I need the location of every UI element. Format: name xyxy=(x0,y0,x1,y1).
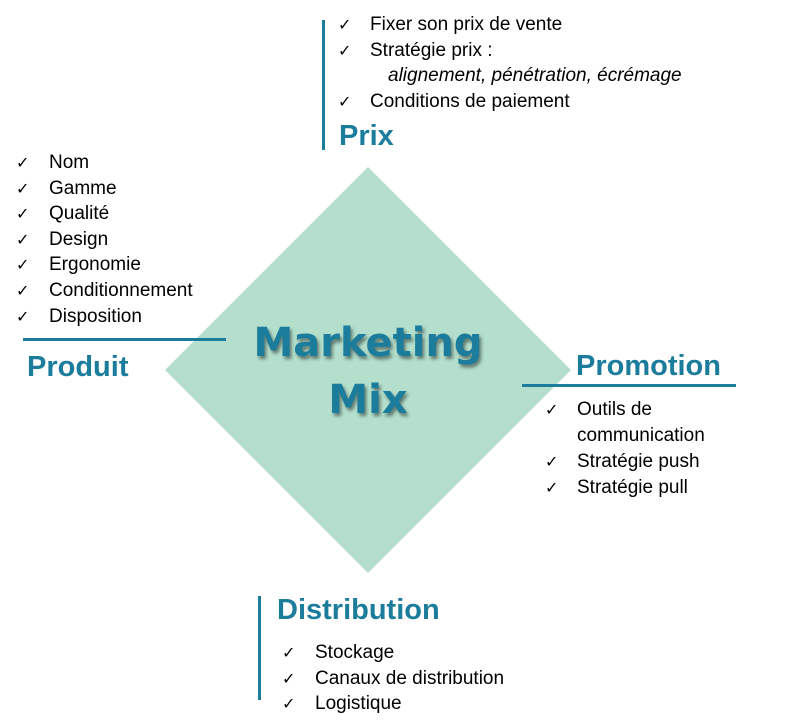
check-icon: ✓ xyxy=(282,694,296,713)
center-title-mix: Mix xyxy=(328,377,408,423)
list-item: ✓ Fixer son prix de vente xyxy=(338,12,562,38)
check-icon: ✓ xyxy=(16,280,30,300)
prix-heading: Prix xyxy=(339,120,394,152)
check-icon: ✓ xyxy=(16,229,30,249)
check-icon: ✓ xyxy=(16,306,30,326)
list-item: ✓ Conditionnement xyxy=(16,278,193,304)
check-icon: ✓ xyxy=(282,668,296,688)
promotion-checklist: ✓ Outils de communication ✓ Stratégie pu… xyxy=(545,397,705,501)
check-icon: ✓ xyxy=(282,643,296,662)
list-item: ✓ Logistique xyxy=(282,691,504,717)
prix-vertical-rule xyxy=(322,20,325,150)
list-item: ✓ Nom xyxy=(16,150,193,176)
list-item: ✓ Conditions de paiement xyxy=(338,89,570,115)
list-item: ✓ Stratégie push xyxy=(545,449,705,475)
promotion-horizontal-rule xyxy=(522,384,736,387)
check-icon: ✓ xyxy=(16,178,30,198)
list-item: ✓ Qualité xyxy=(16,201,193,227)
list-item: ✓ Stratégie prix : xyxy=(338,38,562,64)
list-item: ✓ Disposition xyxy=(16,304,193,330)
center-title-marketing: Marketing xyxy=(253,320,483,366)
check-icon: ✓ xyxy=(16,255,30,275)
produit-heading: Produit xyxy=(27,351,129,383)
prix-checklist: ✓ Fixer son prix de vente ✓ Stratégie pr… xyxy=(338,12,562,64)
check-icon: ✓ xyxy=(545,478,559,497)
check-icon: ✓ xyxy=(16,153,30,172)
distribution-vertical-rule xyxy=(258,596,261,700)
list-item: ✓ Stockage xyxy=(282,640,504,666)
produit-checklist: ✓ Nom ✓ Gamme ✓ Qualité ✓ Design ✓ Ergon… xyxy=(16,150,193,329)
list-item: communication xyxy=(577,425,705,446)
list-item: ✓ Canaux de distribution xyxy=(282,666,504,692)
prix-checklist-continued: ✓ Conditions de paiement xyxy=(338,89,570,115)
distribution-checklist: ✓ Stockage ✓ Canaux de distribution ✓ Lo… xyxy=(282,640,504,717)
list-item: ✓ Stratégie pull xyxy=(545,475,705,501)
promotion-heading: Promotion xyxy=(576,350,721,382)
list-item: ✓ Design xyxy=(16,227,193,253)
check-icon: ✓ xyxy=(338,41,352,60)
list-item: ✓ Gamme xyxy=(16,176,193,202)
list-item: ✓ Outils de xyxy=(545,397,705,423)
produit-horizontal-rule xyxy=(23,338,226,341)
check-icon: ✓ xyxy=(338,92,352,111)
check-icon: ✓ xyxy=(545,452,559,471)
diamond-shape xyxy=(165,167,571,573)
check-icon: ✓ xyxy=(545,400,559,419)
check-icon: ✓ xyxy=(338,15,352,34)
list-item: ✓ Ergonomie xyxy=(16,252,193,278)
check-icon: ✓ xyxy=(16,204,30,224)
prix-strategy-detail: alignement, pénétration, écrémage xyxy=(388,65,682,86)
distribution-heading: Distribution xyxy=(277,594,440,626)
